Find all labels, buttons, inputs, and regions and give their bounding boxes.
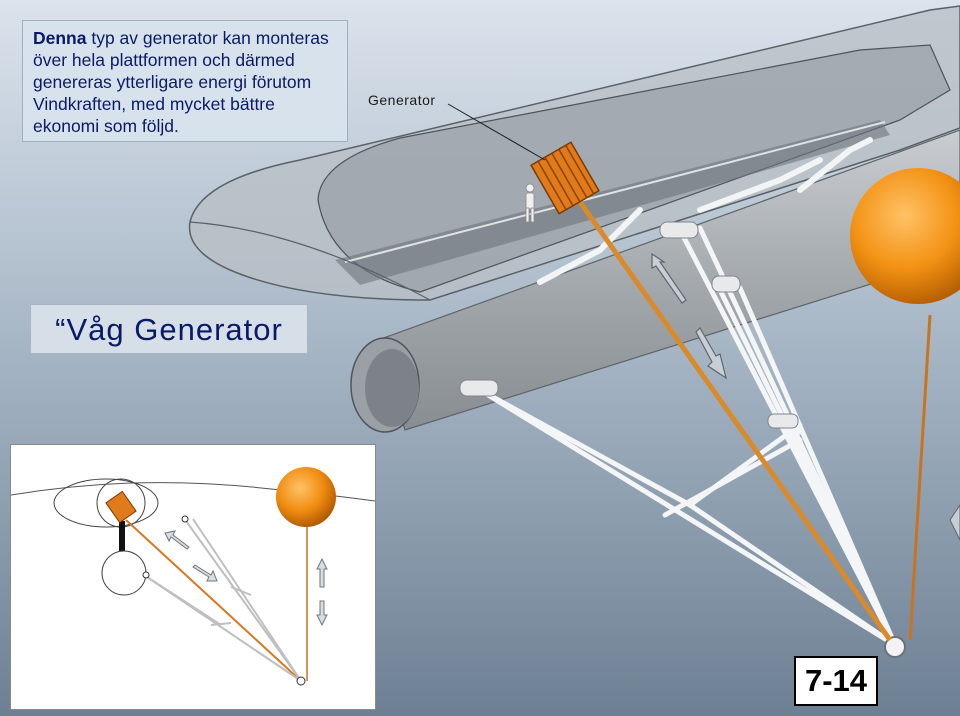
- info-text-box: Denna typ av generator kan monteras över…: [22, 20, 348, 142]
- inset-schematic: [10, 444, 376, 710]
- right-edge-arrow: [949, 504, 960, 541]
- pipe-mounts: [459, 221, 906, 658]
- page-number: 7-14: [794, 656, 878, 706]
- inset-drawing: [10, 467, 376, 686]
- person-figure: [525, 183, 535, 223]
- truss-frame: [477, 225, 898, 648]
- motion-arrows: [651, 252, 727, 380]
- page-number-text: 7-14: [804, 663, 868, 698]
- generator-assembly: [447, 103, 893, 642]
- float-buoy: [850, 168, 960, 641]
- title-box: “Våg Generator: [30, 304, 308, 354]
- info-text-body: typ av generator kan monteras över hela …: [33, 28, 329, 136]
- info-text-lead: Denna: [33, 28, 87, 48]
- generator-label: Generator: [368, 92, 436, 108]
- title-text: “Våg Generator: [55, 312, 283, 347]
- support-struts: [537, 137, 873, 285]
